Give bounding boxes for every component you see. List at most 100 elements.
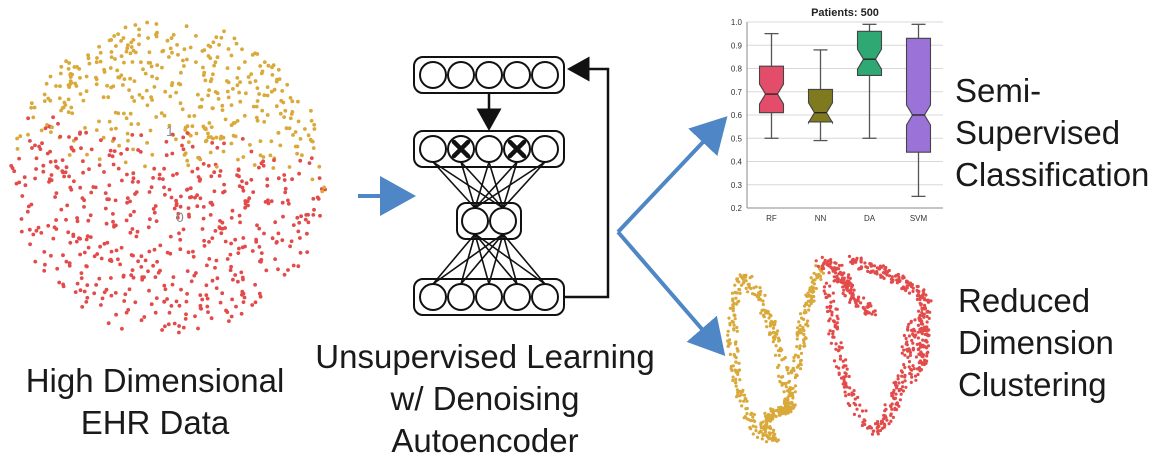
cluster-point: [911, 364, 915, 368]
ehr-point: [181, 135, 186, 140]
ehr-point: [225, 66, 230, 70]
ehr-point: [57, 96, 62, 101]
cluster-point: [783, 398, 787, 402]
ehr-point: [312, 122, 317, 127]
cluster-point: [759, 289, 763, 293]
ehr-point: [305, 250, 310, 255]
ehr-point: [33, 259, 38, 264]
ehr-point: [84, 237, 89, 242]
ehr-point: [208, 213, 213, 217]
ehr-point: [182, 47, 187, 52]
ehr-point: [284, 126, 289, 131]
ehr-point: [162, 166, 167, 171]
cluster-point: [785, 368, 789, 372]
ehr-point: [274, 79, 279, 84]
ehr-point: [78, 76, 82, 80]
cluster-point: [918, 314, 922, 319]
ehr-point: [34, 228, 39, 233]
cluster-point: [900, 370, 905, 374]
ehr-point: [28, 139, 32, 143]
ehr-point: [317, 176, 322, 181]
cluster-point: [738, 399, 742, 403]
ehr-point: [282, 115, 286, 119]
cluster-point: [925, 314, 929, 319]
ehr-point: [126, 138, 130, 143]
cluster-point: [812, 286, 816, 290]
network-connection: [474, 161, 490, 209]
cluster-point: [769, 332, 773, 336]
cluster-point: [860, 265, 864, 269]
ehr-point: [197, 179, 202, 183]
ehr-point: [209, 174, 214, 179]
ehr-point: [176, 211, 181, 216]
cluster-point: [832, 279, 836, 283]
ehr-point: [273, 257, 277, 261]
cluster-point: [834, 342, 838, 346]
ehr-point: [88, 213, 93, 218]
ehr-point: [198, 293, 203, 297]
cluster-point: [763, 411, 767, 415]
autoencoder-caption-line-2: w/ Denoising: [390, 380, 580, 417]
ehr-point: [145, 141, 150, 145]
cluster-point: [755, 293, 759, 297]
ehr-point: [265, 183, 270, 188]
ehr-point: [229, 103, 234, 107]
ehr-point: [39, 128, 44, 133]
ehr-point: [163, 89, 168, 94]
cluster-point: [916, 289, 920, 293]
ehr-point: [34, 167, 38, 171]
network-connection: [474, 161, 518, 209]
cluster-point: [909, 320, 913, 324]
ehr-point: [147, 50, 152, 55]
cluster-point: [878, 428, 883, 433]
classification-caption-line-2: Supervised: [955, 114, 1121, 151]
ehr-point: [80, 196, 85, 201]
ehr-point: [290, 99, 295, 104]
ehr-point: [130, 95, 135, 100]
ehr-point: [81, 98, 86, 103]
ehr-point: [188, 45, 193, 50]
ehr-point: [261, 159, 266, 164]
cluster-point: [890, 280, 895, 284]
ehr-point: [61, 253, 65, 258]
ehr-point: [210, 278, 215, 283]
cluster-point: [822, 289, 826, 293]
ehr-point: [149, 185, 154, 190]
ehr-point: [114, 126, 118, 131]
ehr-point: [295, 151, 299, 156]
cluster-point: [795, 345, 799, 349]
cluster-point: [791, 386, 795, 390]
ehr-point: [116, 166, 121, 171]
ehr-point: [218, 300, 223, 305]
cluster-point: [887, 422, 891, 426]
cluster-point: [842, 379, 846, 383]
ehr-point: [86, 53, 90, 58]
ehr-point: [94, 283, 99, 287]
ehr-point: [250, 249, 255, 253]
ehr-point: [298, 236, 302, 240]
ehr-point: [242, 295, 247, 300]
ehr-point: [298, 250, 303, 255]
ehr-point: [262, 231, 266, 236]
cluster-point: [799, 358, 803, 362]
ehr-point: [225, 310, 230, 314]
box-svm: [905, 37, 932, 153]
cluster-point: [744, 273, 748, 277]
cluster-point: [901, 389, 906, 393]
cluster-point: [726, 333, 730, 337]
ehr-point: [109, 276, 113, 280]
ehr-point: [113, 57, 117, 61]
ehr-point: [159, 111, 164, 115]
cluster-point: [894, 273, 899, 277]
ehr-point: [136, 122, 141, 126]
ehr-point: [98, 50, 103, 55]
network-connection: [502, 233, 546, 285]
ehr-point: [174, 198, 179, 203]
cluster-point: [845, 286, 849, 290]
cluster-point: [726, 344, 730, 348]
cluster-point: [863, 261, 867, 265]
ehr-point: [211, 40, 216, 45]
cluster-point: [734, 384, 738, 388]
ehr-point: [184, 299, 189, 304]
